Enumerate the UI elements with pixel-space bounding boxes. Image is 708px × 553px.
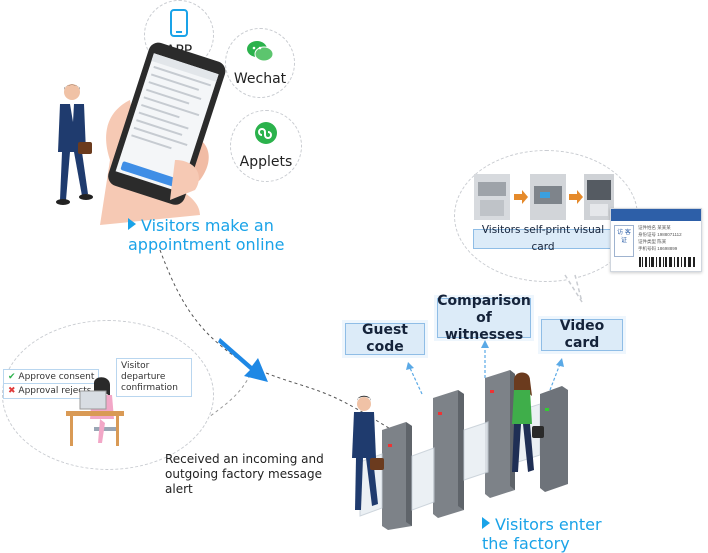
print-bubble-tail [564, 274, 583, 303]
channel-applets-label: Applets [239, 154, 293, 170]
visitor-card-header [611, 209, 701, 221]
triangle-bullet-icon [128, 218, 136, 230]
phone-icon [170, 9, 188, 37]
visitor-card: 访 客 证 证件姓名 某某某 身份证号 1988071112 证件类型 陈某 手… [610, 208, 702, 272]
step-appointment-heading: Visitors make an appointment online [128, 216, 285, 254]
check-icon: ✔ [8, 372, 16, 382]
printing-steps-illustration [474, 172, 614, 222]
applets-icon [255, 122, 277, 144]
turnstile-gates-illustration [352, 370, 568, 530]
gate-label-guest-code: Guest code [345, 322, 425, 355]
receptionist-desk-illustration [66, 377, 124, 446]
visitor-card-badge: 访 客 证 [614, 225, 634, 257]
barcode-icon [639, 257, 695, 267]
channel-applets-bubble: Applets [230, 110, 302, 182]
wechat-icon [247, 41, 274, 62]
channel-wechat-label: Wechat [233, 71, 287, 87]
step-enter-heading: Visitors enter the factory [482, 515, 602, 553]
departure-confirmation-tag: Visitor departure confirmation [116, 358, 192, 397]
visitor-card-fields: 证件姓名 某某某 身份证号 1988071112 证件类型 陈某 手机号码 18… [638, 225, 682, 251]
alert-text: Received an incoming and outgoing factor… [165, 452, 324, 496]
flow-arrow-icon [218, 338, 268, 382]
triangle-bullet-icon [482, 517, 490, 529]
gate-signal-arrows [406, 340, 564, 395]
hand-holding-phone-illustration [100, 42, 226, 225]
cross-icon: ✖ [8, 386, 16, 396]
self-print-caption: Visitors self-print visual card [473, 224, 613, 253]
gate-label-comparison: Comparison of witnesses [437, 292, 531, 343]
channel-wechat-bubble: Wechat [225, 28, 295, 98]
gate-label-video-card: Video card [541, 318, 623, 351]
businessman-figure [56, 84, 93, 205]
